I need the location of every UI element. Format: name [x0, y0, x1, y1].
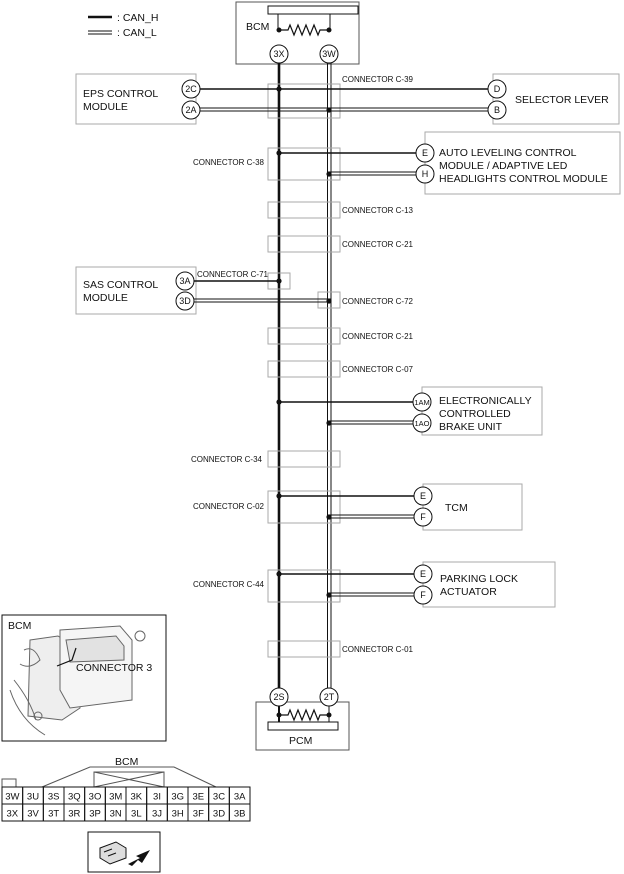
connector-face-pin-label: 3I	[153, 792, 161, 803]
tcm-label: TCM	[445, 502, 468, 514]
connector-c02-label: CONNECTOR C-02	[193, 502, 265, 511]
pcm-label: PCM	[289, 735, 312, 747]
location-view-title: BCM	[8, 620, 31, 632]
splice-points	[276, 86, 332, 598]
location-view-connector-label: CONNECTOR 3	[76, 662, 152, 674]
connector-c34-label: CONNECTOR C-34	[191, 455, 263, 464]
bcm-location-view: BCM CONNECTOR 3	[1, 614, 167, 742]
pin-selector-b: B	[494, 105, 500, 115]
connector-face-cell	[228, 803, 251, 822]
bcm-pins: 3X 3W	[269, 44, 339, 64]
connector-face-pin-label: 3S	[48, 792, 60, 803]
pin-eps-2c: 2C	[185, 84, 197, 94]
auto-leveling-line2: MODULE / ADAPTIVE LED	[439, 160, 568, 172]
pin-auto-leveling-e: E	[422, 148, 428, 158]
connector-face-pin-label: 3Q	[68, 792, 81, 803]
pin-brake-1am: 1AM	[414, 398, 429, 407]
legend-can-h: : CAN_H	[117, 12, 158, 24]
pin-pcm-2s: 2S	[273, 692, 284, 702]
selector-label: SELECTOR LEVER	[515, 94, 609, 106]
parking-lock-actuator: PARKING LOCK ACTUATOR E F	[279, 561, 556, 608]
inline-connectors	[267, 83, 341, 658]
connector-face-pin-label: 3U	[27, 792, 39, 803]
connector-c44-label: CONNECTOR C-44	[193, 580, 265, 589]
connector-face-pin-label: 3E	[193, 792, 205, 803]
connector-face-pin-label: 3T	[48, 809, 59, 820]
parking-lock-line1: PARKING LOCK	[440, 573, 518, 585]
connector-c39-label: CONNECTOR C-39	[342, 75, 414, 84]
connector-face-pin-label: 3X	[7, 809, 19, 820]
connector-face-pin-label: 3A	[234, 792, 246, 803]
pin-auto-leveling-h: H	[422, 169, 429, 179]
connector-face-cells: 3W 3U 3S 3Q 3O 3M 3K 3I 3G 3E 3C 3A 3X 3V 3T 3R 3P 3N 3L 3J…	[1, 786, 251, 822]
bcm-module: BCM	[235, 1, 360, 65]
pin-eps-2a: 2A	[185, 105, 196, 115]
pin-sas-3a: 3A	[179, 276, 190, 286]
connector-face-pin-label: 3L	[131, 809, 142, 820]
can-bus-trunk	[277, 62, 332, 722]
connector-face-pin-label: 3O	[89, 792, 102, 803]
pin-selector-d: D	[494, 84, 501, 94]
auto-leveling-module: AUTO LEVELING CONTROL MODULE / ADAPTIVE …	[279, 131, 621, 195]
eps-control-module: EPS CONTROL MODULE 2C 2A	[75, 73, 331, 125]
connector-face-pin-label: 3N	[110, 809, 122, 820]
brake-unit: ELECTRONICALLY CONTROLLED BRAKE UNIT 1AM…	[279, 386, 543, 436]
connector-face-pin-label: 3V	[27, 809, 39, 820]
connector-face-pin-label: 3P	[89, 809, 101, 820]
auto-leveling-line1: AUTO LEVELING CONTROL	[439, 147, 577, 159]
pin-brake-1ao: 1AO	[414, 419, 429, 428]
pcm-module: PCM	[255, 701, 350, 751]
bcm-termination-resistor	[280, 23, 328, 37]
connector-c72-label: CONNECTOR C-72	[342, 297, 414, 306]
connector-face-pin-label: 3R	[68, 809, 80, 820]
connector-face-pin-label: 3C	[213, 792, 225, 803]
connector-face-pin-label: 3M	[109, 792, 122, 803]
brake-label-line2: CONTROLLED	[439, 408, 511, 420]
bcm-label: BCM	[246, 21, 269, 33]
harness-side-connector-icon	[87, 831, 161, 873]
parking-lock-line2: ACTUATOR	[440, 586, 497, 598]
connector-face-pin-label: 3W	[5, 792, 19, 803]
connector-c01-label: CONNECTOR C-01	[342, 645, 414, 654]
sas-label-line1: SAS CONTROL	[83, 279, 158, 291]
brake-label-line3: BRAKE UNIT	[439, 421, 503, 433]
tcm-module: TCM E F	[279, 483, 523, 531]
connector-labels: CONNECTOR C-39 CONNECTOR C-38 CONNECTOR …	[191, 75, 414, 654]
pcm-termination-resistor	[280, 708, 328, 722]
sas-control-module: SAS CONTROL MODULE 3A 3D	[75, 266, 331, 315]
pin-sas-3d: 3D	[179, 296, 191, 306]
pcm-pins: 2S 2T	[269, 687, 339, 707]
pin-bcm-3x: 3X	[273, 49, 284, 59]
pin-tcm-e: E	[420, 491, 426, 501]
pin-pcm-2t: 2T	[324, 692, 335, 702]
connector-c38-label: CONNECTOR C-38	[193, 158, 265, 167]
connector-c07-label: CONNECTOR C-07	[342, 365, 414, 374]
connector-c71-label: CONNECTOR C-71	[197, 270, 269, 279]
connector-face-pin-label: 3D	[213, 809, 225, 820]
sas-label-line2: MODULE	[83, 292, 128, 304]
connector-face-pin-label: 3G	[171, 792, 184, 803]
pin-tcm-f: F	[420, 512, 426, 522]
connector-face-pin-label: 3K	[131, 792, 143, 803]
connector-c21-label: CONNECTOR C-21	[342, 240, 414, 249]
connector-face-pin-label: 3F	[193, 809, 204, 820]
brake-label-line1: ELECTRONICALLY	[439, 395, 532, 407]
eps-label-line1: EPS CONTROL	[83, 88, 158, 100]
connector-c13-label: CONNECTOR C-13	[342, 206, 414, 215]
connector-c21b-label: CONNECTOR C-21	[342, 332, 414, 341]
pin-parking-e: E	[420, 569, 426, 579]
connector-face-pin-label: 3H	[172, 809, 184, 820]
connector-face-pin-label: 3J	[152, 809, 162, 820]
eps-label-line2: MODULE	[83, 101, 128, 113]
pin-bcm-3w: 3W	[322, 49, 336, 59]
connector-face-pin-label: 3B	[234, 809, 246, 820]
bcm-connector-face: BCM 3W 3U 3S 3Q 3O 3M 3K 3I 3G 3E 3C 3A 3X 3V 3T 3R 3P 3N…	[1, 756, 251, 822]
legend-can-l: : CAN_L	[117, 27, 157, 39]
pin-parking-f: F	[420, 590, 426, 600]
legend: : CAN_H : CAN_L	[88, 12, 158, 39]
selector-lever: SELECTOR LEVER D B	[279, 73, 620, 125]
auto-leveling-line3: HEADLIGHTS CONTROL MODULE	[439, 173, 608, 185]
connector-face-title: BCM	[115, 756, 138, 768]
